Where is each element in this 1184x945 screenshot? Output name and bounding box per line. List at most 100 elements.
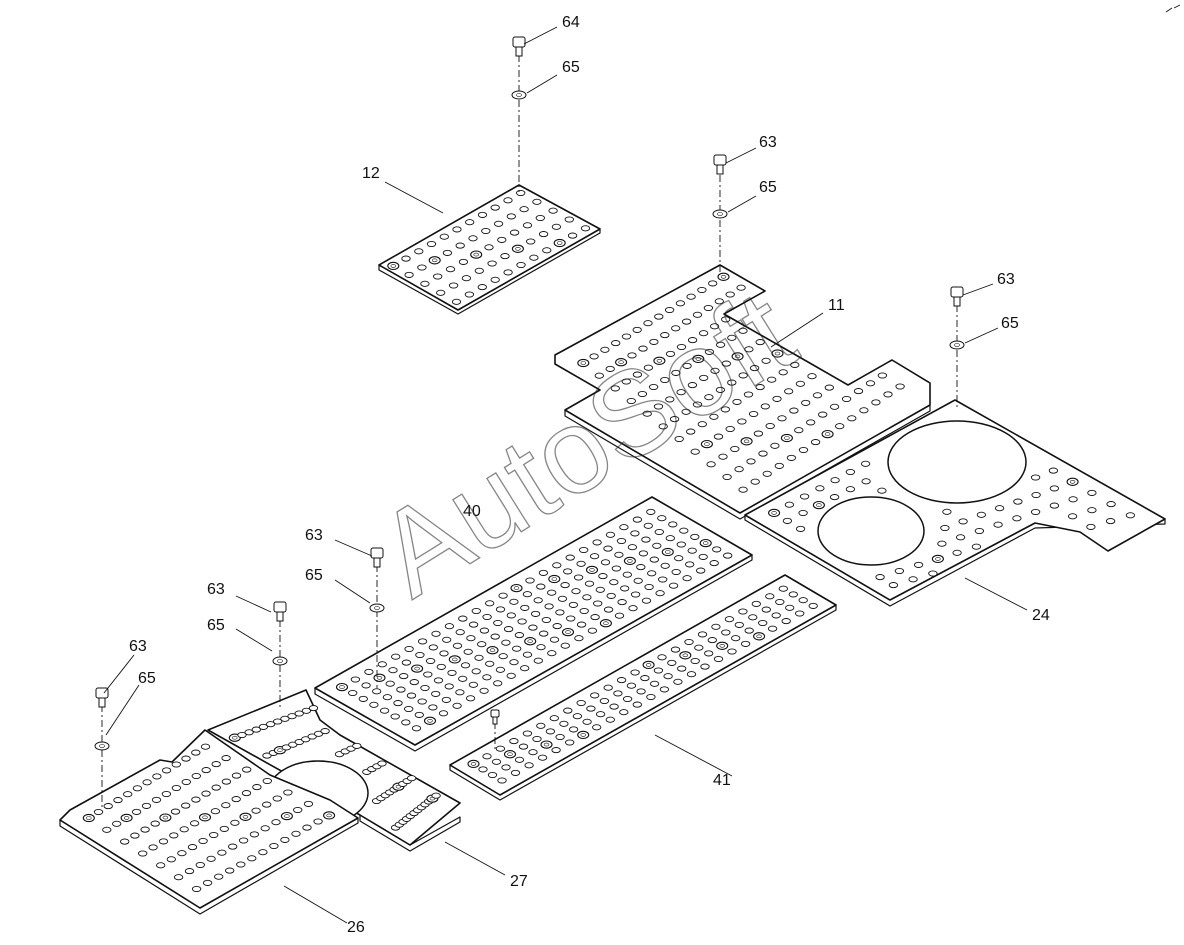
perforation-hole <box>428 644 438 651</box>
perforation-hole <box>181 755 191 762</box>
perforation-hole <box>784 388 794 395</box>
perforation-hole <box>595 586 605 593</box>
perforation-hole <box>765 422 775 430</box>
perforation-hole <box>214 873 224 880</box>
perforation-hole <box>736 284 746 291</box>
perforation-hole <box>271 819 281 826</box>
perforation-hole <box>696 567 706 574</box>
perforation-hole <box>715 386 726 393</box>
bolt-hole-inner <box>427 718 433 723</box>
perforation-hole <box>789 407 799 414</box>
perforation-hole <box>818 411 828 418</box>
perforation-hole <box>698 330 709 337</box>
perforation-hole <box>709 323 720 330</box>
perforation-hole <box>748 410 759 418</box>
perforation-hole <box>687 547 697 554</box>
callout-65: 65 <box>305 567 323 584</box>
perforation-hole <box>364 668 374 675</box>
perforation-hole <box>313 818 323 825</box>
perforation-hole <box>563 707 573 714</box>
perforation-hole <box>703 304 714 312</box>
perforation-hole <box>221 755 231 762</box>
perforation-hole <box>614 612 625 619</box>
perforation-hole <box>458 615 468 622</box>
perforation-hole <box>709 560 719 567</box>
perforation-hole <box>230 819 240 826</box>
perforation-hole <box>1031 491 1041 499</box>
perforation-hole <box>676 541 686 548</box>
perforation-hole <box>767 376 777 383</box>
perforation-hole <box>721 360 731 367</box>
bolt-hole <box>470 250 483 259</box>
bolt-hole <box>524 637 537 646</box>
perforation-hole <box>463 648 473 655</box>
perforation-hole <box>411 725 422 732</box>
perforation-hole <box>606 592 616 599</box>
perforation-hole <box>372 688 382 695</box>
perforation-hole <box>417 638 428 645</box>
perforation-hole <box>655 590 665 597</box>
perforation-hole <box>497 236 507 243</box>
perforation-hole <box>482 674 492 681</box>
plate-11 <box>554 264 931 520</box>
bolt-hole-inner <box>473 252 479 257</box>
perforation-hole <box>524 762 534 769</box>
perforation-hole <box>247 855 257 862</box>
perforation-hole <box>348 689 358 697</box>
perforation-hole <box>614 551 624 558</box>
perforation-hole <box>758 619 768 627</box>
bolt-hole <box>771 349 784 358</box>
perforation-hole <box>415 651 425 659</box>
bolt-hole-inner <box>589 568 595 572</box>
perforation-hole <box>201 790 211 797</box>
perforation-hole <box>595 711 606 718</box>
perforation-hole <box>940 524 950 532</box>
perforation-hole <box>576 621 587 628</box>
perforation-hole <box>643 522 653 529</box>
perforation-hole <box>532 198 542 205</box>
perforation-hole <box>401 659 412 666</box>
perforation-hole <box>436 289 446 296</box>
perforation-hole <box>406 692 417 699</box>
perforation-hole <box>1030 474 1041 481</box>
perforation-hole <box>123 791 133 798</box>
perforation-hole <box>580 225 591 232</box>
perforation-hole <box>810 439 821 446</box>
perforation-hole <box>815 485 825 492</box>
perforation-hole <box>835 423 845 430</box>
perforation-hole <box>262 801 272 808</box>
perforation-hole <box>535 214 545 222</box>
perforation-hole <box>712 546 722 553</box>
perforation-hole <box>417 698 427 705</box>
perforation-hole <box>1067 513 1078 520</box>
perforation-hole <box>654 313 664 320</box>
perforation-hole <box>636 688 646 695</box>
perforation-hole <box>687 382 698 389</box>
perforation-hole <box>749 365 760 372</box>
perforation-hole <box>658 423 668 430</box>
perforation-hole <box>465 219 475 226</box>
perforation-hole <box>388 667 398 674</box>
bolt-hole <box>642 660 655 670</box>
perforation-hole <box>563 568 573 575</box>
perforation-hole <box>674 555 684 562</box>
bolt-hole <box>812 500 825 510</box>
perforation-hole <box>690 533 700 540</box>
bolt-hole <box>373 673 386 682</box>
bolt-hole <box>448 655 461 664</box>
perforation-hole <box>649 338 659 345</box>
perforation-hole <box>620 585 630 592</box>
perforation-hole <box>191 772 201 780</box>
perforation-hole <box>626 397 636 405</box>
perforation-hole <box>444 683 454 690</box>
bolt-hole-inner <box>432 258 438 263</box>
perforation-hole <box>482 753 492 760</box>
perforation-hole <box>161 767 172 774</box>
perforation-hole <box>590 614 600 621</box>
perforation-hole <box>883 391 893 398</box>
callout-labels: 64 65 12 63 65 11 63 65 40 24 63 65 63 6… <box>129 14 1050 936</box>
perforation-hole <box>734 466 744 473</box>
bolt-hole <box>335 682 349 692</box>
perforation-hole <box>653 403 664 410</box>
perforation-hole <box>600 346 610 353</box>
